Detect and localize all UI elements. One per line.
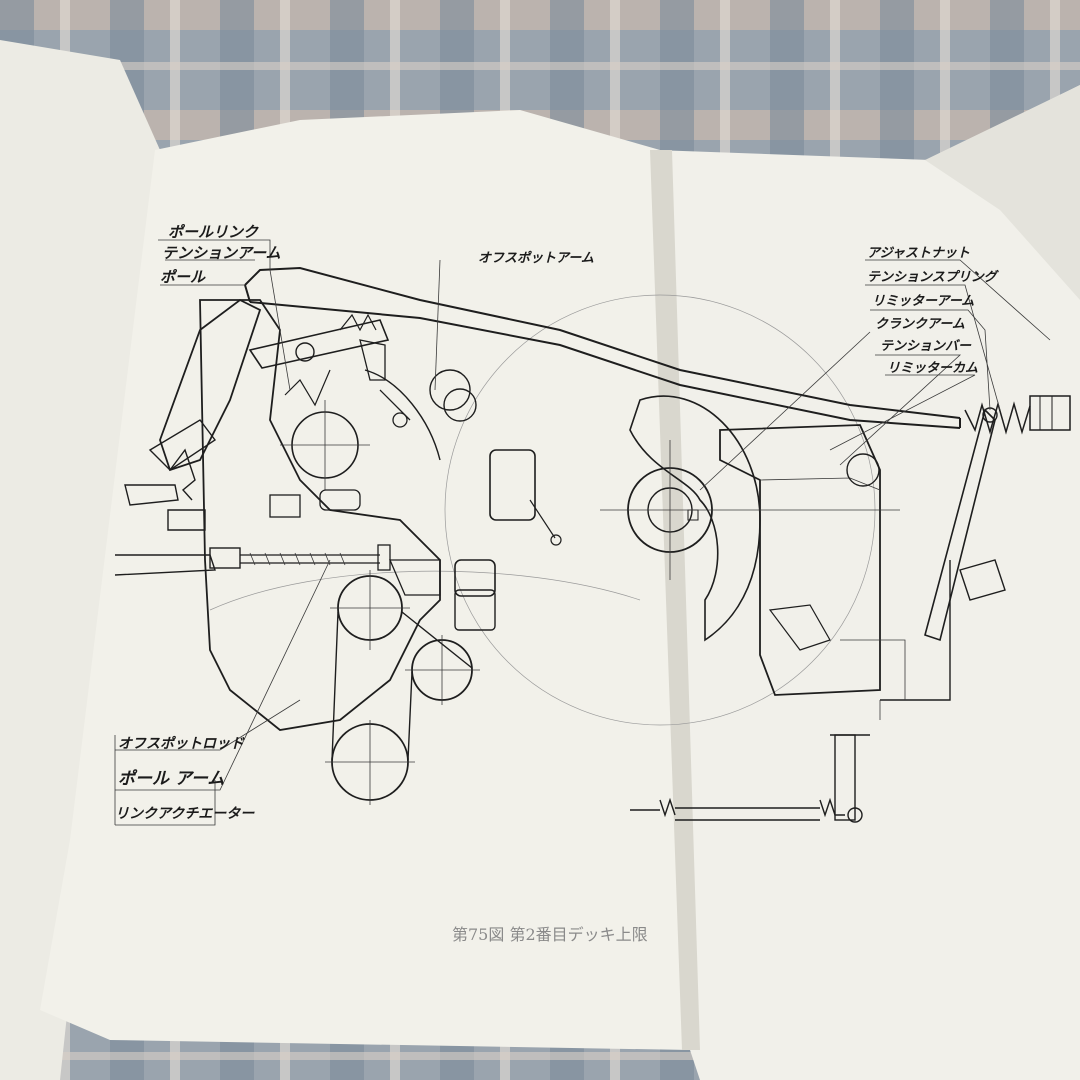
off-spot-rod xyxy=(114,544,496,631)
label-tension-bar: テンションバー xyxy=(880,339,972,354)
book-page-left xyxy=(40,110,690,1050)
label-limiter-cam: リミッターカム xyxy=(887,361,978,376)
link-actuator xyxy=(630,734,870,823)
crank-block xyxy=(719,424,906,700)
label-limiter-arm: リミッターアーム xyxy=(872,294,974,309)
book-page-right-edge xyxy=(925,85,1080,300)
label-link-actuator: リンクアクチエーター xyxy=(115,806,255,822)
book-page-right xyxy=(655,85,1080,1080)
label-adjust-nut: アジャストナット xyxy=(867,246,970,261)
book-gutter xyxy=(650,150,700,1050)
label-tension-spring: テンションスプリング xyxy=(867,269,1000,285)
book-back-page-left xyxy=(0,40,160,1080)
pawl-arm xyxy=(124,298,411,531)
label-pole-link: ポールリンク xyxy=(168,223,259,241)
label-pole: ポール xyxy=(160,268,206,286)
mechanism-diagram xyxy=(114,239,1071,826)
label-pole-arm: ポール アーム xyxy=(118,769,224,789)
left-casting xyxy=(199,299,441,731)
label-off-spot-arm: オフスポットアーム xyxy=(478,250,594,266)
label-crank-arm: クランクアーム xyxy=(875,317,965,332)
label-off-spot-rod: オフスポットロッド xyxy=(118,735,245,752)
pulley-train xyxy=(325,570,480,805)
limiter-cam xyxy=(600,395,900,642)
label-tension-arm: テンションアーム xyxy=(162,244,281,262)
figure-caption: 第75図 第2番目デッキ上限 xyxy=(452,925,648,944)
